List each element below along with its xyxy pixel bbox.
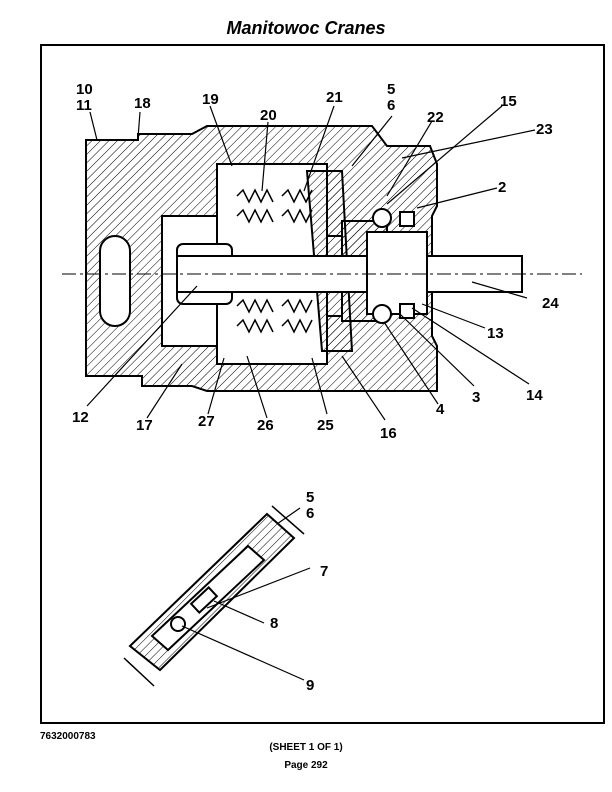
callout-13: 13 — [487, 325, 504, 342]
spring-row-lower — [236, 298, 313, 334]
spring-row-upper — [236, 188, 313, 224]
leader-lines-lower — [181, 507, 311, 681]
callout-15: 15 — [500, 93, 517, 110]
callout-5-detail: 5 — [306, 489, 314, 506]
callout-17: 17 — [136, 417, 153, 434]
callout-27: 27 — [198, 413, 215, 430]
callout-12: 12 — [72, 409, 89, 426]
callout-19: 19 — [202, 91, 219, 108]
callout-10: 10 — [76, 81, 93, 98]
diagram-frame: 10 11 18 19 20 21 5 6 22 15 23 2 24 13 1… — [40, 44, 605, 724]
pump-exploded-diagram: 10 11 18 19 20 21 5 6 22 15 23 2 24 13 1… — [62, 81, 582, 694]
callout-6-detail: 6 — [306, 505, 314, 522]
callout-2: 2 — [498, 179, 506, 196]
callout-11: 11 — [76, 97, 92, 114]
callout-24: 24 — [542, 295, 559, 312]
callout-4: 4 — [436, 401, 445, 418]
callout-22: 22 — [427, 109, 444, 126]
callout-9: 9 — [306, 677, 314, 694]
leader-lines-upper — [86, 105, 536, 421]
check-valve-detail — [123, 505, 305, 687]
callout-20: 20 — [260, 107, 277, 124]
callout-labels: 10 11 18 19 20 21 5 6 22 15 23 2 24 13 1… — [72, 81, 559, 694]
callout-6: 6 — [387, 97, 395, 114]
output-shaft — [62, 231, 582, 315]
page-title: Manitowoc Cranes — [226, 18, 386, 38]
callout-23: 23 — [536, 121, 553, 138]
callout-3: 3 — [472, 389, 480, 406]
callout-16: 16 — [380, 425, 397, 442]
document-number: 7632000783 — [40, 731, 96, 742]
sheet-indicator: (SHEET 1 OF 1) — [269, 742, 343, 753]
callout-25: 25 — [317, 417, 334, 434]
callout-7: 7 — [320, 563, 328, 580]
callout-21: 21 — [326, 89, 343, 106]
page-number: Page 292 — [284, 760, 328, 771]
callout-26: 26 — [257, 417, 274, 434]
callout-8: 8 — [270, 615, 278, 632]
callout-14: 14 — [526, 387, 543, 404]
callout-18: 18 — [134, 95, 151, 112]
callout-5: 5 — [387, 81, 395, 98]
bearings — [372, 208, 415, 324]
